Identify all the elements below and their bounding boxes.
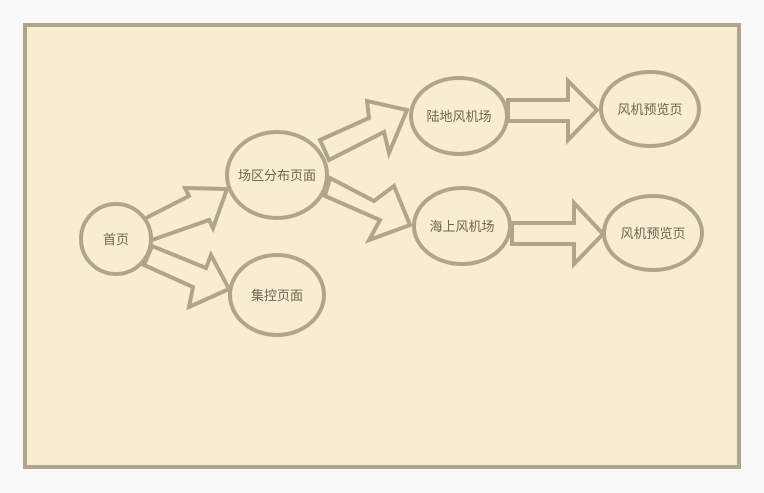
arrow-field-distribution-to-onshore-farm — [317, 98, 410, 163]
arrow-offshore-farm-to-turbine-preview-2 — [510, 197, 606, 269]
node-ellipse — [225, 130, 329, 220]
node-label: 集控页面 — [251, 288, 303, 304]
node-field-distribution[interactable]: 场区分布页面 — [225, 130, 329, 220]
node-central-control[interactable]: 集控页面 — [228, 253, 326, 337]
node-label: 陆地风机场 — [426, 109, 491, 125]
node-label: 海上风机场 — [429, 220, 494, 235]
node-label: 风机预览页 — [617, 102, 682, 118]
node-turbine-preview-2[interactable]: 风机预览页 — [602, 194, 704, 272]
node-label: 风机预览页 — [620, 226, 685, 242]
arrow-home-to-field-distribution — [141, 185, 230, 243]
node-ellipse — [412, 186, 512, 266]
node-onshore-farm[interactable]: 陆地风机场 — [409, 76, 509, 156]
node-offshore-farm[interactable]: 海上风机场 — [412, 186, 512, 266]
node-label: 场区分布页面 — [238, 169, 316, 184]
arrow-layer — [141, 76, 606, 311]
node-label: 首页 — [103, 233, 129, 248]
arrow-home-to-central-control — [141, 243, 232, 311]
node-ellipse — [599, 70, 701, 148]
node-ellipse — [602, 194, 704, 272]
node-turbine-preview-1[interactable]: 风机预览页 — [599, 70, 701, 148]
node-ellipse — [228, 253, 326, 337]
arrow-onshore-farm-to-turbine-preview-1 — [506, 76, 600, 145]
node-ellipse — [409, 76, 509, 156]
arrow-field-distribution-to-offshore-farm — [322, 175, 413, 244]
node-home[interactable]: 首页 — [79, 202, 153, 276]
node-ellipse — [79, 202, 153, 276]
